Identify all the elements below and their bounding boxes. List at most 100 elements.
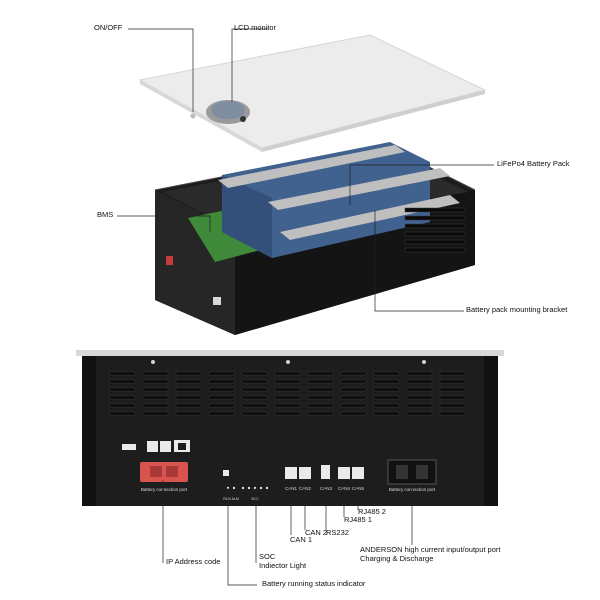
vent-slot [307,387,334,392]
vent-slot [274,387,301,392]
callout-mounting-bracket: Battery pack mounting bracket [466,305,568,314]
vent-slot [241,379,268,384]
vent-slot [175,387,202,392]
side-ports [166,256,221,305]
vent-slot [340,395,367,400]
vent-slot [274,403,301,408]
lid [138,34,487,152]
anderson-connector [387,459,437,485]
vent-slot [142,411,169,416]
vent-slot [175,395,202,400]
callout-rs485-1: RJ485 1 [344,515,372,524]
vent-slot [109,403,136,408]
vent-slot [109,371,136,376]
vent-slot [274,379,301,384]
callout-anderson-line1: ANDERSON high current input/output port [360,545,501,554]
vent-slot [373,411,400,416]
vent-slot [307,395,334,400]
vent-slot [241,387,268,392]
vent-slot [274,371,301,376]
leader-mounting-bracket [374,210,464,312]
vent-slot [109,387,136,392]
vent-slot [208,395,235,400]
vent-slot [340,371,367,376]
vent-slot [406,403,433,408]
leader-on-off [128,28,194,112]
vent-slot [439,411,466,416]
vent-slot [142,403,169,408]
vent-slot [208,371,235,376]
vent-slot [307,371,334,376]
left-connector-label: Battery connection port [141,487,188,492]
vent-slot [208,379,235,384]
vent-slot [439,395,466,400]
vent-slot [208,411,235,416]
callout-on-off: ON/OFF [94,23,123,32]
vent-slot [307,379,334,384]
vent-slot [406,371,433,376]
vent-slot [373,371,400,376]
leader-lines [117,28,494,586]
vent-slot [241,403,268,408]
vent-slot [373,379,400,384]
callout-rs232: RS232 [326,528,349,537]
vent-slot [439,379,466,384]
vent-slot [175,403,202,408]
vent-slot [439,371,466,376]
vent-slot [340,411,367,416]
vent-slot [307,403,334,408]
ethernet-port [174,440,190,452]
callout-soc: SOC Indiector Light [259,552,306,570]
vent-slot [340,387,367,392]
vent-slot [340,403,367,408]
reset-button [223,470,229,476]
mounting-bracket-vents [404,207,466,253]
vent-slot [439,403,466,408]
right-connector-label: Battery connection port [389,487,436,492]
callout-anderson-line2: Charging & Discharge [360,553,434,563]
panel-vents [109,371,466,416]
vent-slot [175,371,202,376]
vent-slot [142,371,169,376]
vent-slot [406,379,433,384]
callout-can1: CAN 1 [290,535,313,544]
status-led-label: RUN ALM [223,497,239,501]
callout-anderson: ANDERSON high current input/output port … [360,545,501,563]
callout-running-status: Battery running status indicator [262,579,366,588]
vent-slot [307,411,334,416]
leader-running-status [227,488,257,586]
communication-ports [285,465,364,479]
panel-left-frame [82,356,96,506]
callout-bms: BMS [97,210,114,219]
mounting-screws [151,360,426,364]
vent-slot [373,395,400,400]
panel-top-rail [76,350,504,356]
callout-soc-line1: SOC [259,552,276,561]
vent-slot [340,379,367,384]
lcd-monitor [206,100,250,124]
callout-lcd-monitor: LCD monitor [234,23,277,32]
vent-slot [373,387,400,392]
callout-can2: CAN 2 [305,528,328,537]
ip-address-dip-switch [147,441,171,452]
soc-indicator-leds [241,486,269,490]
soc-led-label: SOC [251,497,259,501]
lifepo4-battery-pack [218,142,460,258]
leader-battery-pack [349,164,494,205]
vent-slot [274,395,301,400]
vent-slot [439,387,466,392]
left-battery-connector [140,462,188,482]
vent-slot [109,395,136,400]
vent-slot [142,379,169,384]
panel-right-frame [484,356,498,506]
leader-bms [117,215,211,232]
vent-slot [109,379,136,384]
vent-slot [241,371,268,376]
vent-slot [241,395,268,400]
usb-port [122,444,136,450]
vent-slot [175,379,202,384]
leader-lcd-monitor [231,28,268,102]
vent-slot [208,403,235,408]
vent-slot [373,403,400,408]
